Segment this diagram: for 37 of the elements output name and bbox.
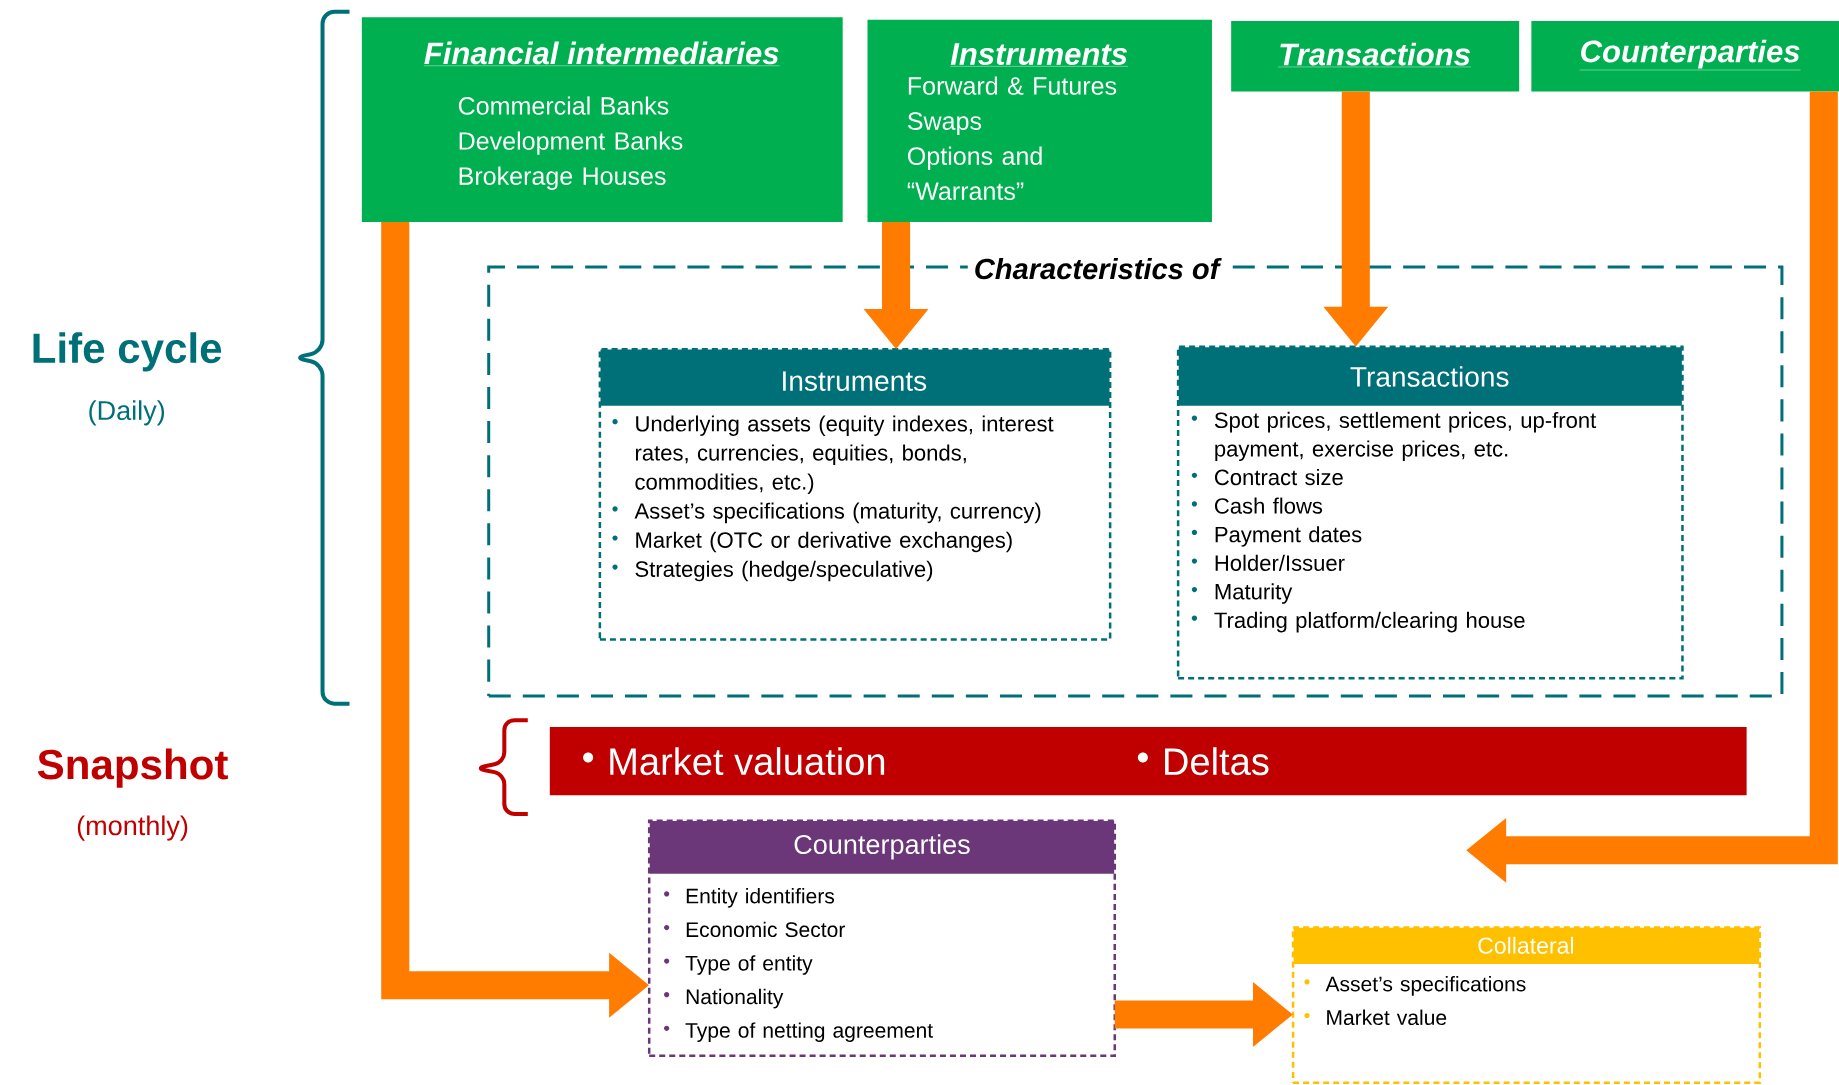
list-item: Market value xyxy=(1304,1009,1447,1026)
list-item: Maturity xyxy=(1191,583,1293,604)
list-item: Trading platform/clearing house xyxy=(1191,611,1525,633)
list-item: Asset’s specifications xyxy=(1304,976,1526,996)
list-item: Forward & Futures xyxy=(908,76,1117,95)
category-box: Instruments Forward & Futures Swaps Options and “Warrants” xyxy=(867,19,1212,222)
list-box: Instruments Underlying assets (equity indexes, interest rates, currencies, equities, bonds, commodities, etc.) Asset’s specifications (maturity, currency) Market (OTC or derivative exchanges) Strategies (hedge/speculative) xyxy=(598,347,1112,641)
category-box: Financial intermediaries Commercial Banks Development Banks Brokerage Houses xyxy=(361,17,843,222)
side-label: (Daily) xyxy=(89,400,165,426)
list-item: Cash flows xyxy=(1191,497,1323,514)
list-item: Brokerage Houses xyxy=(459,166,666,190)
list-item: Type of netting agreement xyxy=(664,1022,933,1043)
list-item: Entity identifiers xyxy=(664,888,835,908)
list-item: Swaps xyxy=(907,112,982,135)
list-box: Counterparties Entity identifiers Economic Sector Type of entity Nationality Type of netting agreement xyxy=(647,819,1116,1058)
banner-bar: Market valuation Deltas xyxy=(549,727,1747,796)
list-box: Transactions Spot prices, settlement prices, up-front payment, exercise prices, etc. Contract size Cash flows Payment dates Holder/Issuer Maturity Trading platform/clearing house xyxy=(1176,345,1684,680)
list-item: Payment dates xyxy=(1191,526,1362,547)
list-item: Contract size xyxy=(1191,469,1343,486)
list-item: Holder/Issuer xyxy=(1191,554,1345,571)
list-item: Nationality xyxy=(664,988,784,1009)
side-label: Snapshot xyxy=(37,748,228,788)
list-item: Commercial Banks xyxy=(458,96,669,115)
list-item: Spot prices, settlement prices, up-front payment, exercise prices, etc. xyxy=(1191,411,1597,462)
list-item: Options and “Warrants” xyxy=(907,146,1042,201)
list-item: Underlying assets (equity indexes, interest rates, currencies, equities, bonds, commodities, etc.) xyxy=(612,415,1054,495)
list-item: Type of entity xyxy=(664,955,813,975)
list-item: Asset’s specifications (maturity, currency) xyxy=(612,502,1041,524)
side-label: Life cycle xyxy=(33,332,222,372)
list-box: Collateral Asset’s specifications Market value xyxy=(1291,926,1762,1085)
list-item: Economic Sector xyxy=(664,921,845,938)
list-item: Strategies (hedge/speculative) xyxy=(612,560,933,582)
side-label: (monthly) xyxy=(77,815,188,841)
category-box: Transactions xyxy=(1231,21,1520,92)
category-box: Counterparties xyxy=(1531,21,1839,92)
list-item: Market (OTC or derivative exchanges) xyxy=(612,531,1012,553)
list-item: Development Banks xyxy=(459,131,683,155)
